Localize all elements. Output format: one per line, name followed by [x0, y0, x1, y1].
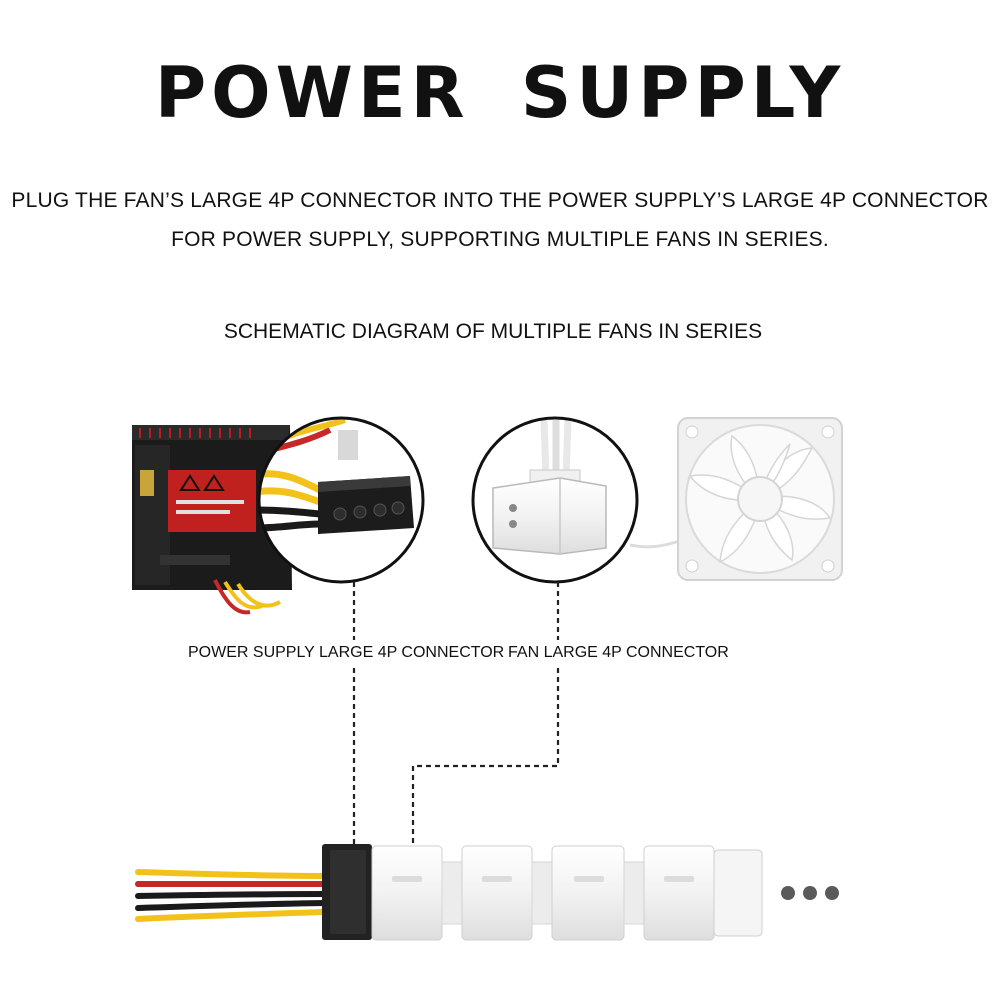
fan-leader-bottom [413, 668, 558, 848]
ellipsis-icon [781, 886, 839, 900]
white-fan-icon [630, 418, 842, 580]
connector-chain-icon [138, 844, 762, 940]
psu-connector-label: POWER SUPPLY LARGE 4P CONNECTOR [188, 644, 504, 662]
dashed-leader-lines [354, 582, 558, 848]
fan-connector-label: FAN LARGE 4P CONNECTOR [508, 644, 729, 662]
fan-connector-zoom-icon [473, 418, 637, 582]
